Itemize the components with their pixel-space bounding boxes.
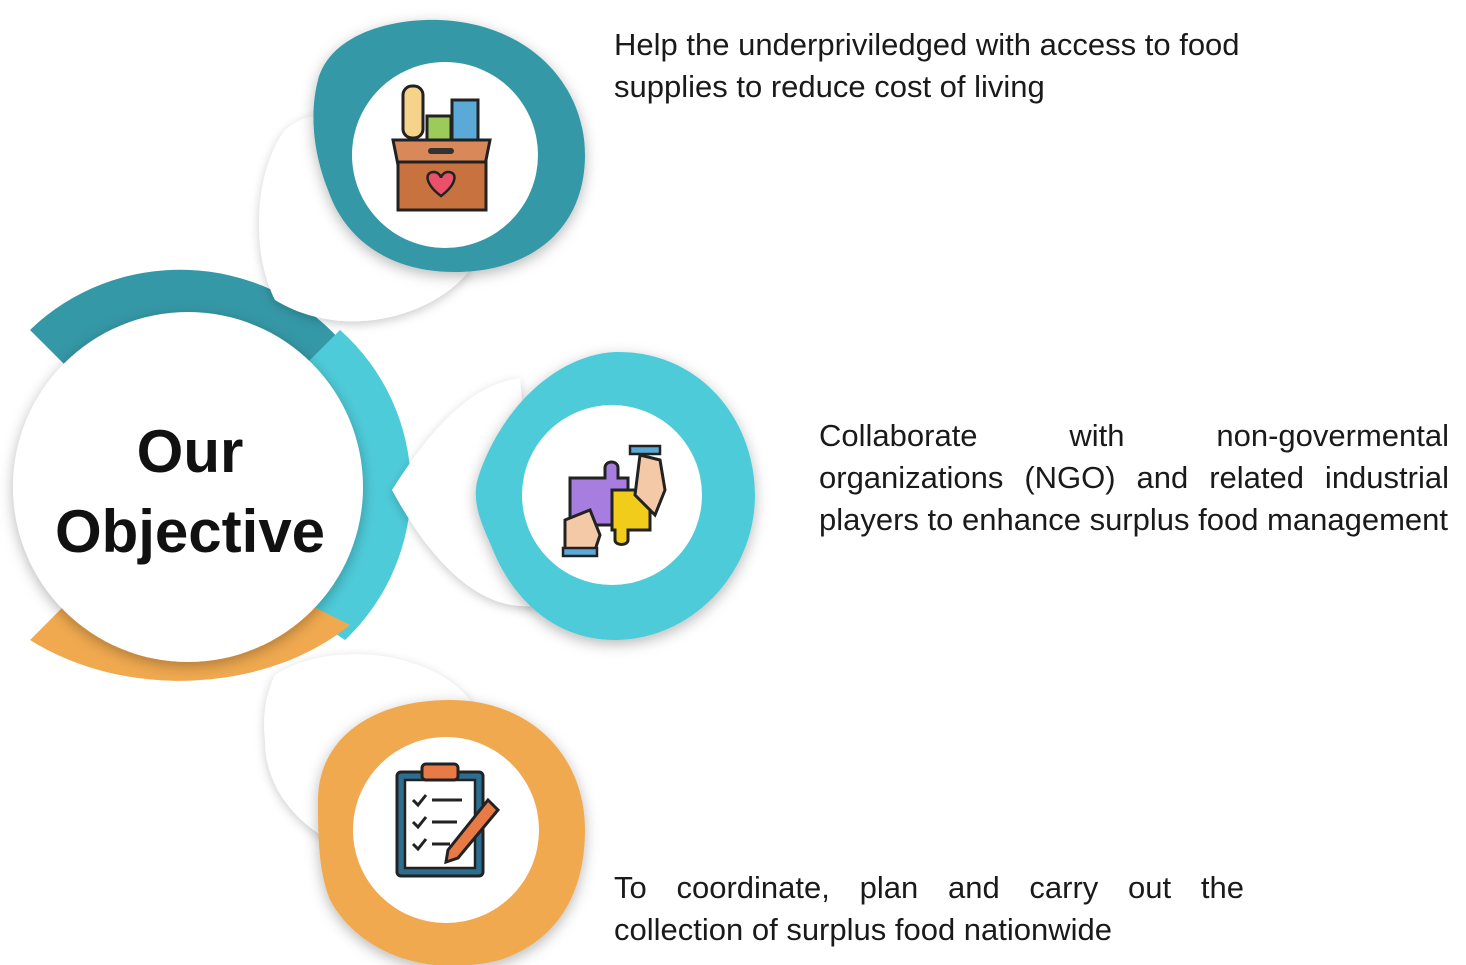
checklist-clipboard-icon xyxy=(395,762,501,878)
objective-text-3: To coordinate, plan and carry out the co… xyxy=(614,870,1244,947)
objective-drop-1 xyxy=(313,19,585,272)
objective-text-2: Collaborate with non-govermental organiz… xyxy=(819,418,1449,537)
objective-drop-2 xyxy=(475,351,755,640)
center-title-line1: Our xyxy=(137,418,244,485)
center-circle xyxy=(13,312,363,662)
food-donation-box-icon xyxy=(391,84,492,212)
puzzle-handshake-icon xyxy=(561,444,667,558)
objective-text-1: Help the underpriviledged with access to… xyxy=(614,27,1240,104)
objective-drop-3 xyxy=(318,700,585,965)
center-title-line2: Objective xyxy=(55,498,325,565)
